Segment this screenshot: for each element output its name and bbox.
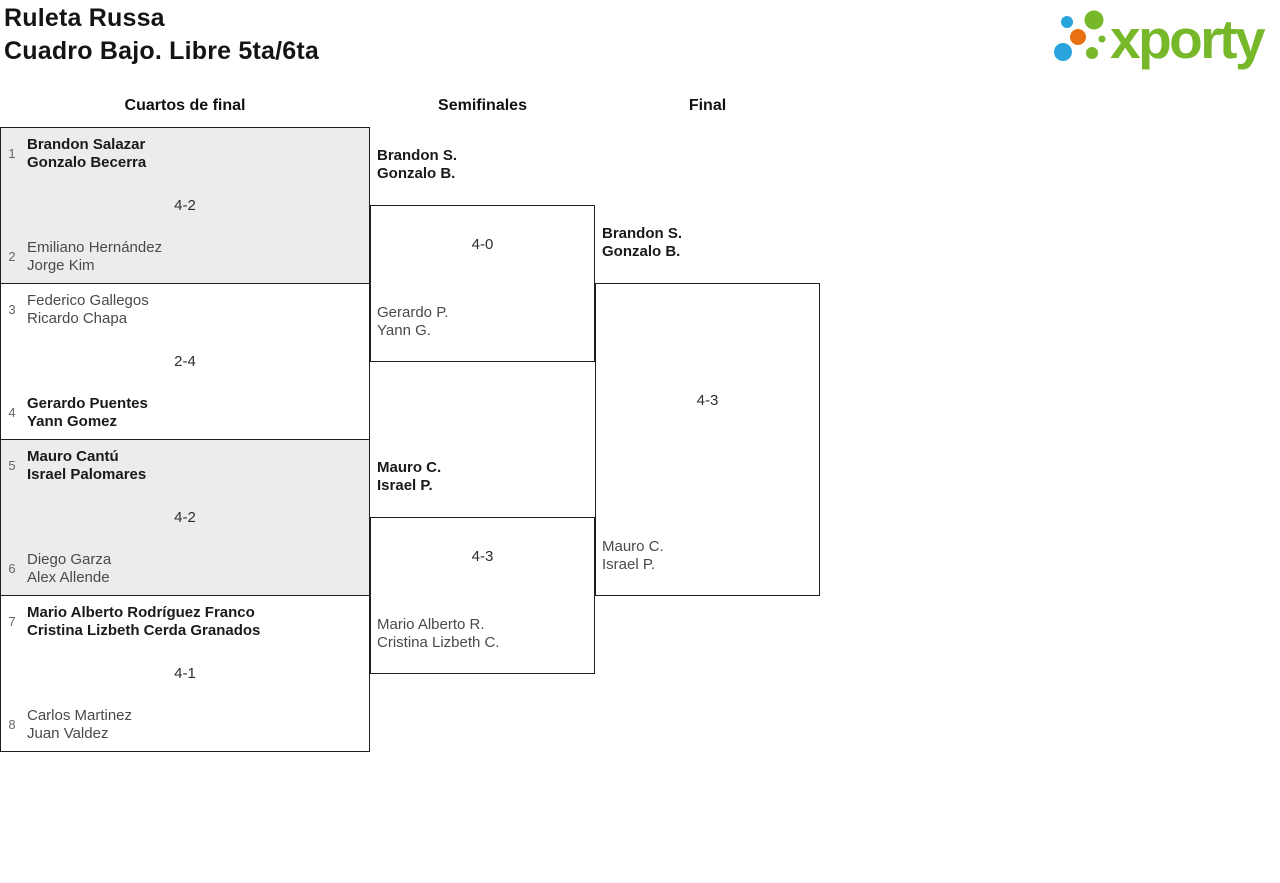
player-name: Brandon S. — [377, 147, 458, 164]
seed-number: 3 — [8, 302, 16, 317]
participant-sf1-top: Brandon S. Gonzalo B. — [377, 147, 457, 183]
logo-dot-orange — [1070, 29, 1086, 45]
player-name: Gerardo P. — [377, 304, 449, 321]
player-name: Gonzalo B. — [377, 165, 456, 182]
match-box-qf1 — [0, 127, 370, 284]
player-name: Mauro Cantú — [27, 448, 119, 465]
round-header-quarterfinals: Cuartos de final — [124, 97, 246, 114]
player-name: Cristina Lizbeth Cerda Granados — [27, 622, 261, 639]
participant-sf2-bottom: Mario Alberto R. Cristina Lizbeth C. — [377, 616, 500, 652]
player-name: Brandon Salazar — [27, 136, 146, 153]
seed-number: 5 — [8, 458, 16, 473]
match-box-qf2 — [0, 283, 370, 440]
logo-dot-green-small — [1086, 47, 1098, 59]
seed-number: 7 — [8, 614, 16, 629]
participant-qf4-bottom: Carlos Martinez Juan Valdez — [27, 707, 132, 743]
player-name: Diego Garza — [27, 551, 112, 568]
match-box-sf2 — [370, 517, 595, 674]
match-score-final: 4-3 — [696, 392, 719, 409]
player-name: Mario Alberto R. — [377, 616, 485, 633]
player-name: Brandon S. — [602, 225, 683, 242]
logo-dot-green-tiny — [1098, 35, 1106, 43]
player-name: Yann Gomez — [27, 413, 118, 430]
player-name: Ricardo Chapa — [27, 310, 128, 327]
draw-name: Cuadro Bajo. Libre 5ta/6ta — [4, 37, 319, 65]
seed-number: 6 — [8, 561, 16, 576]
player-name: Israel P. — [602, 556, 656, 573]
match-score-sf1: 4-0 — [471, 236, 494, 253]
seed-number: 2 — [8, 249, 16, 264]
match-score-qf3: 4-2 — [174, 509, 196, 526]
player-name: Israel Palomares — [27, 466, 147, 483]
player-name: Cristina Lizbeth C. — [377, 634, 500, 651]
logo-dot-green-large — [1084, 10, 1104, 30]
participant-final-bottom: Mauro C. Israel P. — [602, 538, 664, 574]
tournament-name: Ruleta Russa — [4, 4, 165, 32]
player-name: Gonzalo B. — [602, 243, 681, 260]
match-box-qf4 — [0, 595, 370, 752]
player-name: Gonzalo Becerra — [27, 154, 147, 171]
player-name: Mario Alberto Rodríguez Franco — [27, 604, 255, 621]
match-score-qf1: 4-2 — [174, 197, 196, 214]
player-name: Israel P. — [377, 477, 433, 494]
participant-qf3-top: Mauro Cantú Israel Palomares — [27, 448, 146, 484]
page-title: Ruleta Russa Cuadro Bajo. Libre 5ta/6ta — [4, 2, 319, 68]
match-score-qf2: 2-4 — [174, 353, 196, 370]
participant-qf3-bottom: Diego Garza Alex Allende — [27, 551, 111, 587]
participant-final-top: Brandon S. Gonzalo B. — [602, 225, 682, 261]
player-name: Mauro C. — [602, 538, 664, 555]
round-header-final: Final — [688, 97, 727, 114]
player-name: Emiliano Hernández — [27, 239, 163, 256]
player-name: Jorge Kim — [27, 257, 95, 274]
participant-qf1-bottom: Emiliano Hernández Jorge Kim — [27, 239, 162, 275]
player-name: Gerardo Puentes — [27, 395, 148, 412]
match-box-sf1 — [370, 205, 595, 362]
player-name: Juan Valdez — [27, 725, 109, 742]
match-score-sf2: 4-3 — [471, 548, 494, 565]
seed-number: 1 — [8, 146, 16, 161]
match-score-qf4: 4-1 — [174, 665, 196, 682]
logo-dot-blue-small — [1061, 16, 1073, 28]
round-header-semifinals: Semifinales — [438, 97, 527, 114]
xporty-logo[interactable]: xporty — [1043, 0, 1280, 72]
participant-sf2-top: Mauro C. Israel P. — [377, 459, 441, 495]
logo-dot-blue-large — [1054, 43, 1072, 61]
participant-qf1-top: Brandon Salazar Gonzalo Becerra — [27, 136, 146, 172]
seed-number: 4 — [8, 405, 16, 420]
player-name: Federico Gallegos — [27, 292, 149, 309]
player-name: Yann G. — [377, 322, 431, 339]
player-name: Mauro C. — [377, 459, 442, 476]
player-name: Alex Allende — [27, 569, 110, 586]
seed-number: 8 — [8, 717, 16, 732]
logo-wordmark: xporty — [1110, 8, 1266, 70]
participant-qf2-bottom: Gerardo Puentes Yann Gomez — [27, 395, 148, 431]
participant-sf1-bottom: Gerardo P. Yann G. — [377, 304, 448, 340]
player-name: Carlos Martinez — [27, 707, 133, 724]
participant-qf4-top: Mario Alberto Rodríguez Franco Cristina … — [27, 604, 260, 640]
participant-qf2-top: Federico Gallegos Ricardo Chapa — [27, 292, 149, 328]
match-box-final — [595, 283, 820, 596]
